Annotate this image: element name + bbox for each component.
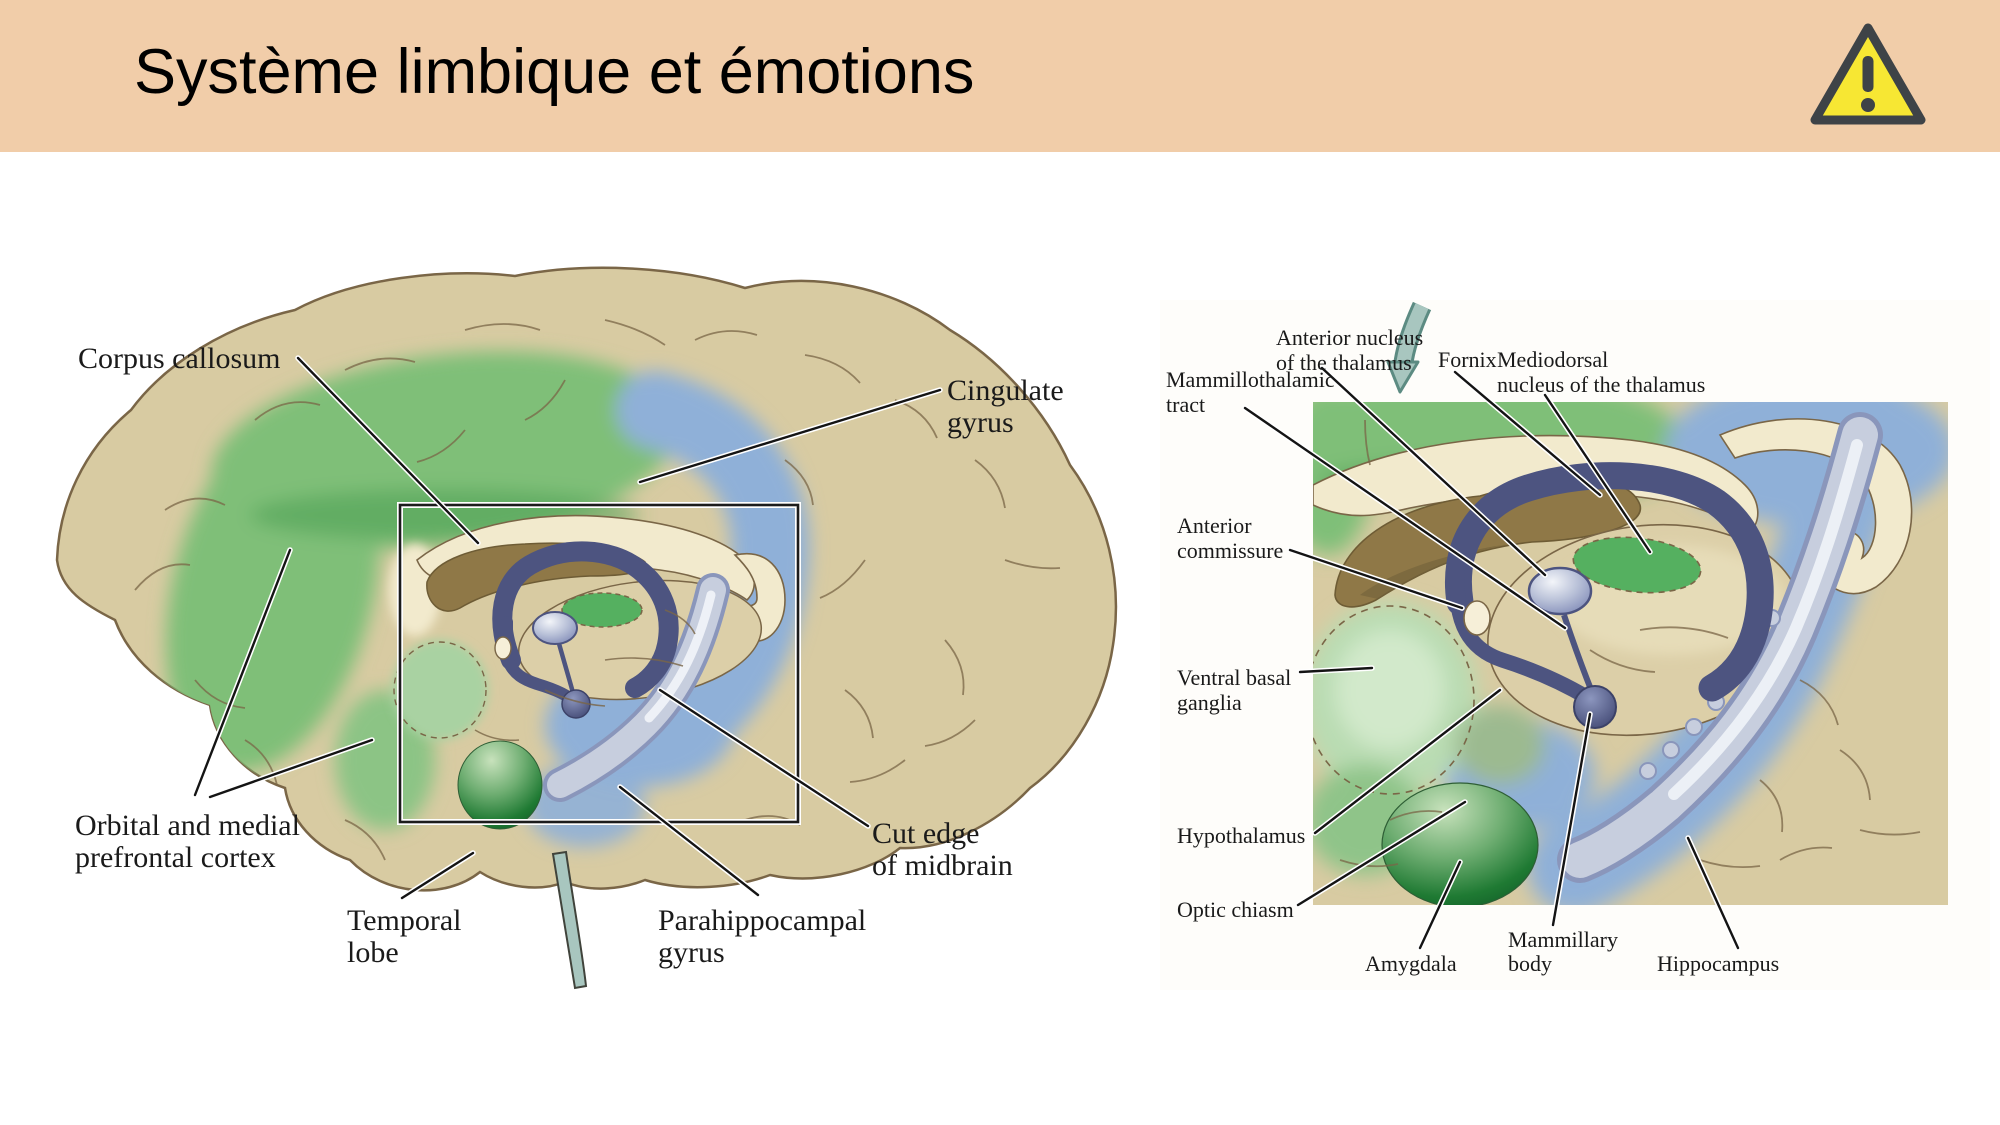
label-corpus-callosum: Corpus callosum <box>78 342 281 375</box>
ventral-basal-ganglia-highlight <box>1335 630 1445 750</box>
leader-temporal-lobe <box>399 850 476 901</box>
anterior-nucleus-sphere <box>1527 566 1593 616</box>
panel-detail-lines <box>1339 419 1921 869</box>
label-mammillothalamic-1: Mammillothalamic <box>1166 367 1335 392</box>
label-parahippocampal-2: gyrus <box>658 936 725 969</box>
label-orbital-1: Orbital and medial <box>75 809 300 842</box>
label-mammillothalamic-2: tract <box>1166 392 1205 417</box>
leader-optic-chiasm <box>1295 799 1468 908</box>
label-cingulate-1: Cingulate <box>947 374 1064 407</box>
blue-cingulate-band <box>616 371 810 764</box>
label-orbital-2: prefrontal cortex <box>75 841 276 874</box>
left-brain-figure: Corpus callosum Cingulate gyrus Orbital … <box>55 266 1118 990</box>
mammillary-body-sphere <box>1573 685 1617 729</box>
leader-hypothalamus <box>1312 687 1503 836</box>
leader-mammillothalamic <box>1242 405 1568 631</box>
gyri-lines <box>134 319 1061 861</box>
label-optic-chiasm: Optic chiasm <box>1177 897 1294 922</box>
leader-parahippocampal <box>617 784 761 898</box>
label-cingulate-2: gyrus <box>947 406 1014 439</box>
anterior-nucleus-sphere <box>532 611 578 645</box>
label-temporal-1: Temporal <box>347 904 462 937</box>
label-mediodorsal-1: Mediodorsal <box>1497 347 1608 372</box>
label-hypothalamus: Hypothalamus <box>1177 823 1305 848</box>
leader-ventral-basal <box>1297 665 1375 675</box>
hippocampus-band-sheen <box>644 590 716 723</box>
label-cut-edge-2: of midbrain <box>872 849 1013 882</box>
view-direction-arrow <box>1386 301 1432 394</box>
anterior-commissure-oval <box>1463 600 1491 636</box>
label-mammillary-2: body <box>1508 951 1552 976</box>
label-anterior-commissure-1: Anterior <box>1177 513 1252 538</box>
label-ventral-basal-1: Ventral basal <box>1177 665 1291 690</box>
inner-structures <box>389 514 786 830</box>
leader-mediodorsal <box>1542 392 1653 555</box>
warning-triangle-icon <box>1810 23 1926 125</box>
label-ventral-basal-2: ganglia <box>1177 690 1242 715</box>
cortex-color-regions <box>166 351 810 847</box>
anterior-commissure-oval <box>494 636 512 660</box>
anterior-thalamic-nucleus-oval <box>561 592 643 628</box>
label-mammillary-1: Mammillary <box>1508 927 1618 952</box>
page-title: Système limbique et émotions <box>134 37 975 107</box>
hypothalamus-wash <box>1455 705 1545 785</box>
leader-mammillary-body <box>1550 711 1593 928</box>
label-cut-edge-1: Cut edge <box>872 817 979 850</box>
fornix-arc <box>1445 462 1774 702</box>
ventral-basal-ganglia-wash <box>392 640 488 740</box>
label-hippocampus: Hippocampus <box>1657 951 1779 976</box>
brainstem-teal-tail <box>551 850 588 990</box>
right-detail-figure: Mammillothalamic tract Anterior nucleus … <box>1160 300 1990 990</box>
amygdala <box>457 740 543 830</box>
inner-detail-lines <box>474 609 696 742</box>
amygdala <box>1381 782 1539 905</box>
ventral-basal-ganglia-outline <box>393 641 487 739</box>
leader-cut-edge <box>657 687 871 829</box>
hippocampus-band-sheen <box>1668 439 1863 800</box>
leader-hippocampus <box>1685 835 1741 951</box>
label-parahippocampal-1: Parahippocampal <box>658 904 866 937</box>
label-mediodorsal-2: nucleus of the thalamus <box>1497 372 1705 397</box>
leader-fornix <box>1452 369 1603 498</box>
label-anterior-nucleus-1: Anterior nucleus <box>1276 325 1423 350</box>
inset-box <box>398 503 800 824</box>
leader-anterior-commissure <box>1287 547 1465 611</box>
label-fornix: Fornix <box>1438 347 1497 372</box>
leader-anterior-nucleus <box>1319 365 1548 578</box>
ventral-basal-ganglia-outline <box>1313 605 1475 795</box>
leader-orbital-1 <box>192 547 293 798</box>
leader-corpus-callosum <box>295 355 481 546</box>
label-anterior-nucleus-2: of the thalamus <box>1276 350 1412 375</box>
label-temporal-2: lobe <box>347 936 399 969</box>
leader-orbital-2 <box>207 737 375 800</box>
leader-amygdala <box>1417 859 1463 951</box>
fornix-column <box>1448 550 1596 706</box>
fornix-arc <box>492 541 679 698</box>
leader-cingulate-gyrus <box>637 387 943 485</box>
label-amygdala: Amygdala <box>1365 951 1457 976</box>
label-anterior-commissure-2: commissure <box>1177 538 1283 563</box>
slide-header: Système limbique et émotions <box>0 0 2000 152</box>
